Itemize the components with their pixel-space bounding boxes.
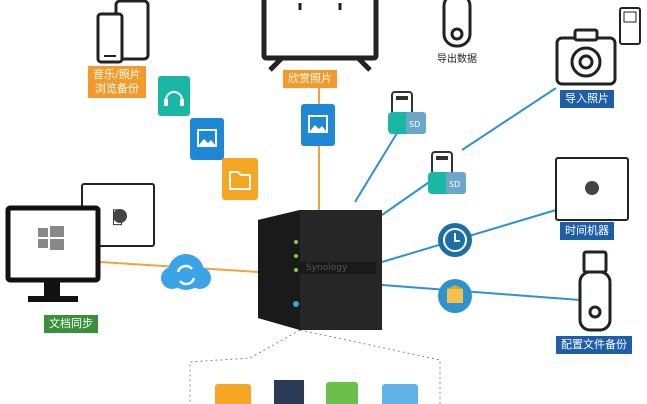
label-time-machine: 时间机器 (560, 222, 614, 240)
nas-brand: Synology (306, 263, 348, 273)
nas-device-icon (258, 210, 382, 330)
label-config-backup: 配置文件备份 (556, 336, 632, 354)
folder-icon (222, 158, 258, 200)
label-music-photo-line2: 浏览备份 (94, 82, 139, 95)
usb-drive-icon (442, 0, 472, 48)
sd-card-reader-icon-2: SD (428, 151, 466, 194)
sd-card-reader-icon: SD (388, 91, 426, 134)
label-music-photo: 音乐/照片 浏览备份 (88, 66, 146, 98)
camera-icon (555, 7, 641, 86)
phone-tablet-icon (96, 0, 150, 64)
svg-text:SD: SD (449, 180, 460, 189)
usb-stick-icon (578, 250, 612, 332)
headphones-icon (158, 76, 190, 116)
line-to-usb (381, 284, 581, 301)
label-doc-sync: 文档同步 (44, 315, 98, 333)
time-machine-icon (438, 223, 472, 257)
backup-box-icon (438, 279, 472, 313)
windows-monitor-icon (5, 205, 101, 302)
svg-text:SD: SD (409, 120, 420, 129)
line-to-camera (461, 87, 557, 151)
label-import-photos: 导入照片 (560, 90, 614, 108)
image-icon-center (301, 104, 335, 146)
label-music-photo-line1: 音乐/照片 (93, 68, 141, 81)
tv-icon (261, 0, 379, 72)
cloud-sync-icon (161, 254, 211, 290)
line-to-sd2 (381, 177, 436, 216)
label-export-data: 导出数据 (437, 54, 477, 65)
label-enjoy-photos: 欣赏照片 (283, 70, 337, 88)
mac-laptop-icon-right (555, 157, 629, 221)
image-icon (190, 118, 224, 160)
bottom-app-icons (215, 380, 418, 404)
